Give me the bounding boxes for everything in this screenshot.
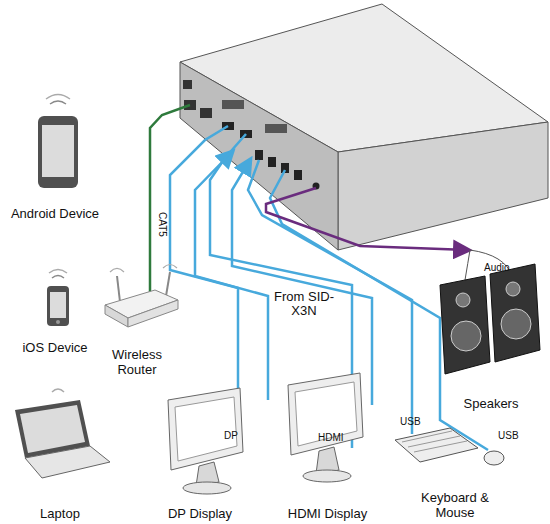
router-front <box>105 305 128 327</box>
wifi-arc <box>110 269 124 273</box>
speaker-wire <box>470 250 512 276</box>
antenna <box>117 276 120 302</box>
device-node: Speakers <box>432 262 550 412</box>
cable-label: Audio <box>484 262 510 273</box>
speakers <box>440 264 540 374</box>
wifi-arc <box>52 276 64 279</box>
cable-label: HDMI <box>318 432 344 443</box>
antenna <box>166 272 170 296</box>
speaker-cabinet <box>490 264 540 362</box>
device-node: Laptop <box>0 384 120 522</box>
key-row <box>408 436 460 447</box>
speaker-cabinet <box>440 276 490 374</box>
woofer <box>501 309 531 339</box>
keyboard <box>395 428 478 462</box>
phone-body <box>47 286 69 326</box>
wireless-router <box>105 265 178 328</box>
monitor-base <box>183 482 231 494</box>
device-node: HDMI Display <box>265 368 390 522</box>
phone-screen <box>50 292 66 318</box>
unit-back-panel <box>180 62 338 250</box>
hdmi-monitor <box>288 373 363 482</box>
laptop-base <box>25 446 110 478</box>
wifi-arc <box>50 101 66 104</box>
laptop-screen <box>20 405 85 453</box>
speaker-wire <box>465 250 470 280</box>
key-row <box>414 441 467 452</box>
laptop <box>15 389 110 478</box>
ios-device <box>47 270 69 327</box>
monitor-base <box>303 470 351 482</box>
device-label: Laptop <box>0 507 120 522</box>
home-button <box>56 320 60 324</box>
wifi-arc <box>52 389 64 392</box>
usb-port <box>268 157 276 167</box>
phone-screen <box>42 125 74 177</box>
android-device <box>38 95 78 189</box>
monitor-screen <box>295 382 357 446</box>
mouse <box>484 451 504 465</box>
cable-label: CAT5 <box>157 212 168 237</box>
wifi-arc <box>49 270 67 274</box>
wifi-arc <box>163 265 177 269</box>
device-label: Speakers <box>432 397 550 412</box>
dp-monitor <box>168 388 243 494</box>
device-label: Keyboard & Mouse <box>413 491 498 521</box>
serial-port <box>265 124 287 133</box>
unit-side <box>338 122 548 250</box>
power-port <box>183 80 192 89</box>
cable-label: From SID-X3N <box>268 290 340 319</box>
woofer <box>451 321 481 351</box>
cable-label: USB <box>400 416 421 427</box>
cable-label: DP <box>224 430 238 441</box>
device-label: DP Display <box>145 507 255 522</box>
serial-port <box>222 100 244 109</box>
usb-port <box>294 170 302 180</box>
keyboard-mouse <box>395 428 504 465</box>
audio-cable <box>266 188 468 250</box>
device-label: Android Device <box>0 207 110 222</box>
key-row <box>402 431 452 442</box>
device-node: iOS Device <box>10 266 100 356</box>
wifi-arc <box>46 95 70 100</box>
monitor-screen <box>175 397 237 461</box>
ethernet-port <box>200 108 212 118</box>
monitor-frame <box>168 388 243 470</box>
device-node: Android Device <box>0 112 110 222</box>
monitor-frame <box>288 373 363 455</box>
usb-port <box>255 150 263 160</box>
main-unit <box>180 4 548 250</box>
device-node: Wireless Router <box>92 262 182 378</box>
tweeter <box>456 293 470 307</box>
cable-label: USB <box>498 430 519 441</box>
device-label: HDMI Display <box>265 507 390 522</box>
tweeter <box>506 282 520 296</box>
device-label: iOS Device <box>10 341 100 356</box>
device-label: Wireless Router <box>102 348 172 378</box>
phone-body <box>38 116 78 188</box>
device-node: DP Display <box>145 384 255 522</box>
router-side <box>128 300 178 327</box>
